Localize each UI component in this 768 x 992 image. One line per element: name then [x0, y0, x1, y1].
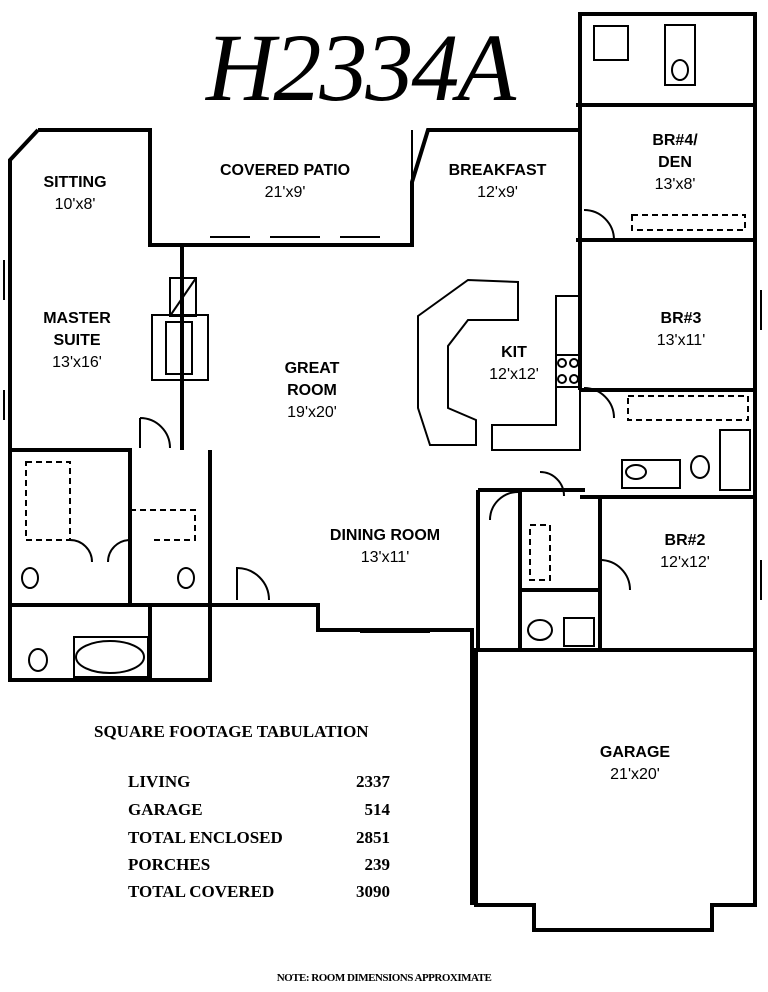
- tabulation-row: GARAGE 514: [128, 800, 390, 826]
- room-great-room: GREAT ROOM 19'x20': [262, 358, 362, 424]
- room-name: BR#3: [660, 310, 702, 327]
- room-name: DEN: [658, 154, 692, 171]
- tabulation-value: 2851: [356, 828, 390, 847]
- door-swing: [489, 491, 519, 521]
- window: [3, 260, 762, 600]
- room-name: SUITE: [53, 332, 101, 349]
- interior-wall: [10, 448, 212, 605]
- door-swing: [236, 566, 270, 601]
- dimensions-note: NOTE: ROOM DIMENSIONS APPROXIMATE: [276, 972, 492, 984]
- toilet: [690, 455, 710, 479]
- closet: [627, 214, 749, 421]
- toilet: [28, 648, 48, 672]
- tabulation-row: TOTAL COVERED 3090: [128, 882, 390, 908]
- room-name: KIT: [501, 344, 527, 361]
- plan-title: H2334A: [206, 14, 516, 121]
- closet: [25, 461, 196, 541]
- room-br4-den: BR#4/ DEN 13'x8': [630, 130, 720, 196]
- door-swing: [599, 559, 631, 591]
- room-name: COVERED PATIO: [219, 162, 351, 179]
- room-dimensions: 21'x20': [610, 766, 660, 783]
- door-swing: [107, 539, 131, 563]
- interior-wall: [518, 490, 600, 650]
- room-name: GARAGE: [599, 744, 671, 761]
- window: [84, 236, 430, 681]
- tabulation-value: 3090: [356, 882, 390, 901]
- tabulation-value: 239: [364, 855, 391, 874]
- door-swing: [583, 209, 615, 241]
- room-sitting: SITTING 10'x8': [20, 172, 130, 216]
- room-dimensions: 13'x11': [656, 332, 706, 349]
- bathtub: [75, 640, 145, 674]
- kitchen-counter: [417, 278, 519, 446]
- room-garage: GARAGE 21'x20': [580, 742, 690, 786]
- interior-wall: [580, 495, 755, 650]
- room-br3: BR#3 13'x11': [636, 308, 726, 352]
- door-swing: [69, 539, 93, 563]
- room-dimensions: 13'x16': [52, 354, 102, 371]
- exterior-wall: [474, 648, 757, 932]
- room-master-suite: MASTER SUITE 13'x16': [22, 308, 132, 374]
- room-covered-patio: COVERED PATIO 21'x9': [195, 160, 375, 204]
- room-dimensions: 19'x20': [287, 404, 337, 421]
- toilet: [671, 59, 689, 81]
- room-dining-room: DINING ROOM 13'x11': [310, 525, 460, 569]
- interior-wall: [576, 103, 755, 240]
- tabulation-label: PORCHES: [128, 855, 211, 874]
- tabulation-label: TOTAL COVERED: [128, 882, 275, 901]
- room-breakfast: BREAKFAST 12'x9': [430, 160, 565, 204]
- tabulation-label: TOTAL ENCLOSED: [128, 828, 283, 847]
- room-name: BR#2: [664, 532, 706, 549]
- room-dimensions: 21'x9': [264, 184, 306, 201]
- room-br2: BR#2 12'x12': [640, 530, 730, 574]
- tabulation-value: 514: [364, 800, 391, 819]
- room-dimensions: 12'x12': [489, 366, 539, 383]
- closet: [529, 524, 551, 581]
- room-name: DINING ROOM: [329, 527, 441, 544]
- room-dimensions: 13'x11': [360, 549, 410, 566]
- room-name: MASTER: [43, 310, 111, 327]
- tabulation-row: TOTAL ENCLOSED 2851: [128, 828, 390, 854]
- room-kitchen: KIT 12'x12': [476, 342, 552, 386]
- kitchen-counter: [491, 295, 581, 451]
- tabulation-value: 2337: [356, 772, 390, 791]
- room-name: ROOM: [287, 382, 337, 399]
- tabulation-label: GARAGE: [128, 800, 203, 819]
- room-name: SITTING: [43, 174, 107, 191]
- room-name: GREAT: [284, 360, 340, 377]
- tabulation-row: LIVING 2337: [128, 772, 390, 798]
- door-swing: [583, 387, 615, 419]
- interior-wall: [476, 488, 585, 650]
- door-swing: [139, 417, 171, 449]
- room-dimensions: 12'x12': [660, 554, 710, 571]
- room-name: BREAKFAST: [448, 162, 547, 179]
- tabulation-row: PORCHES 239: [128, 855, 390, 881]
- room-dimensions: 13'x8': [654, 176, 696, 193]
- patio-edge: [149, 130, 413, 245]
- room-dimensions: 10'x8': [54, 196, 96, 213]
- interior-wall: [10, 603, 210, 680]
- room-name: BR#4/: [652, 132, 698, 149]
- tabulation-heading: SQUARE FOOTAGE TABULATION: [94, 722, 369, 741]
- room-dimensions: 12'x9': [477, 184, 518, 201]
- cooktop: [555, 354, 581, 388]
- door-swing: [539, 471, 565, 497]
- tabulation-label: LIVING: [128, 772, 191, 791]
- bathtub: [719, 429, 751, 491]
